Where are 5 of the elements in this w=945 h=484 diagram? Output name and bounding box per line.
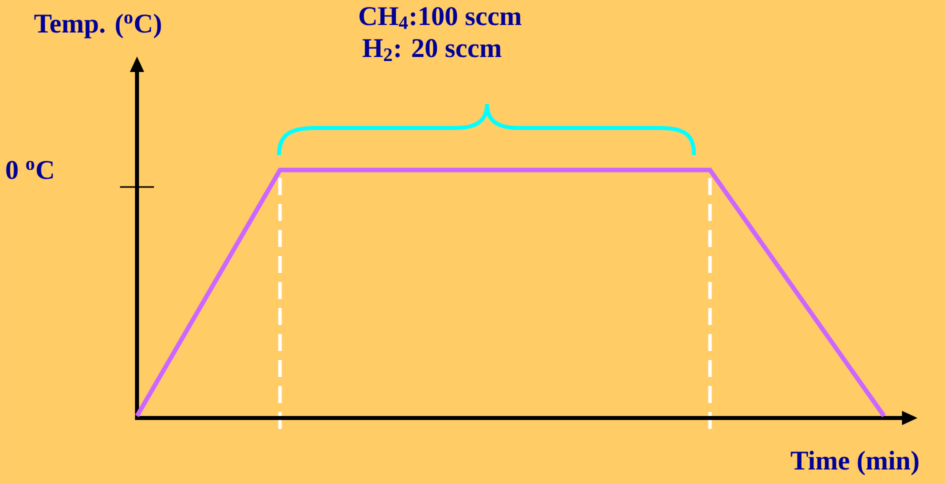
- axis-label: Time (min): [790, 450, 918, 476]
- gas-flow-label: CH$_{4}$:100 sccm: [360, 7, 522, 29]
- axis-label: Temp. ($^{o}$C): [34, 14, 161, 38]
- gas-flow-label: H$_{2}$: 20 sccm: [362, 39, 502, 61]
- temperature-label: 0 $^{o}$C: [6, 160, 53, 180]
